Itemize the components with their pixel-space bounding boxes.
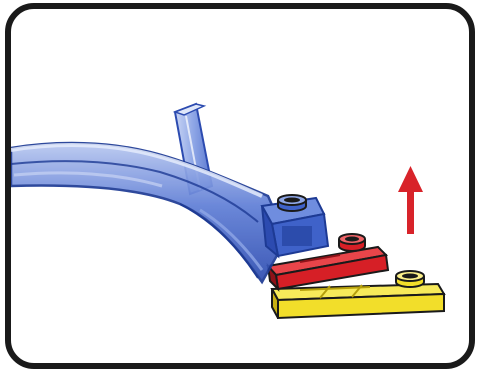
brick-separator-tool — [11, 102, 330, 285]
red-brick — [266, 233, 390, 292]
yellow-brick — [270, 270, 446, 320]
up-arrow-icon — [398, 166, 423, 234]
